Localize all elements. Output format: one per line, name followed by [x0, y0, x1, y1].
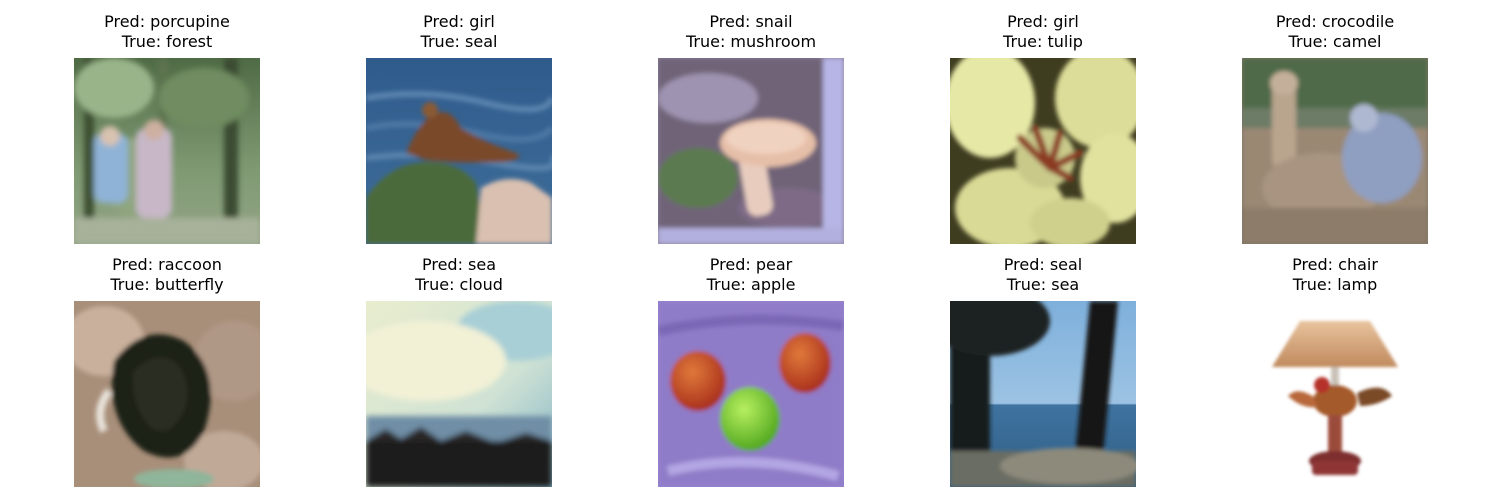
panel-title: Pred: girl True: seal — [306, 12, 612, 52]
true-label: True: mushroom — [685, 32, 817, 51]
pred-label: Pred: chair — [1292, 255, 1378, 274]
pred-label: Pred: porcupine — [104, 12, 230, 31]
true-label: True: camel — [1288, 32, 1382, 51]
apple-image — [658, 301, 844, 487]
pred-label: Pred: sea — [421, 255, 497, 274]
pred-label: Pred: pear — [709, 255, 793, 274]
panel-title: Pred: raccoon True: butterfly — [14, 255, 320, 295]
true-label: True: apple — [706, 275, 796, 294]
pred-label: Pred: girl — [1007, 12, 1079, 31]
pred-label: Pred: seal — [1003, 255, 1083, 274]
cloud-image — [366, 301, 552, 487]
tulip-image — [950, 58, 1136, 244]
pred-label: Pred: snail — [709, 12, 793, 31]
true-label: True: butterfly — [110, 275, 224, 294]
butterfly-image — [74, 301, 260, 487]
panel-title: Pred: pear True: apple — [598, 255, 904, 295]
camel-image — [1242, 58, 1428, 244]
panel-title: Pred: sea True: cloud — [306, 255, 612, 295]
mushroom-image — [658, 58, 844, 244]
panel-title: Pred: girl True: tulip — [890, 12, 1196, 52]
panel-title: Pred: snail True: mushroom — [598, 12, 904, 52]
true-label: True: sea — [1006, 275, 1080, 294]
seal-image — [366, 58, 552, 244]
pred-label: Pred: raccoon — [112, 255, 222, 274]
true-label: True: tulip — [1003, 32, 1083, 51]
true-label: True: cloud — [415, 275, 503, 294]
panel-title: Pred: seal True: sea — [890, 255, 1196, 295]
panel-title: Pred: chair True: lamp — [1182, 255, 1488, 295]
true-label: True: seal — [420, 32, 498, 51]
pred-label: Pred: girl — [423, 12, 495, 31]
sea-image — [950, 301, 1136, 487]
panel-title: Pred: porcupine True: forest — [14, 12, 320, 52]
forest-image — [74, 58, 260, 244]
panel-title: Pred: crocodile True: camel — [1182, 12, 1488, 52]
true-label: True: lamp — [1292, 275, 1378, 294]
lamp-image — [1242, 301, 1428, 487]
true-label: True: forest — [121, 32, 213, 51]
pred-label: Pred: crocodile — [1275, 12, 1395, 31]
